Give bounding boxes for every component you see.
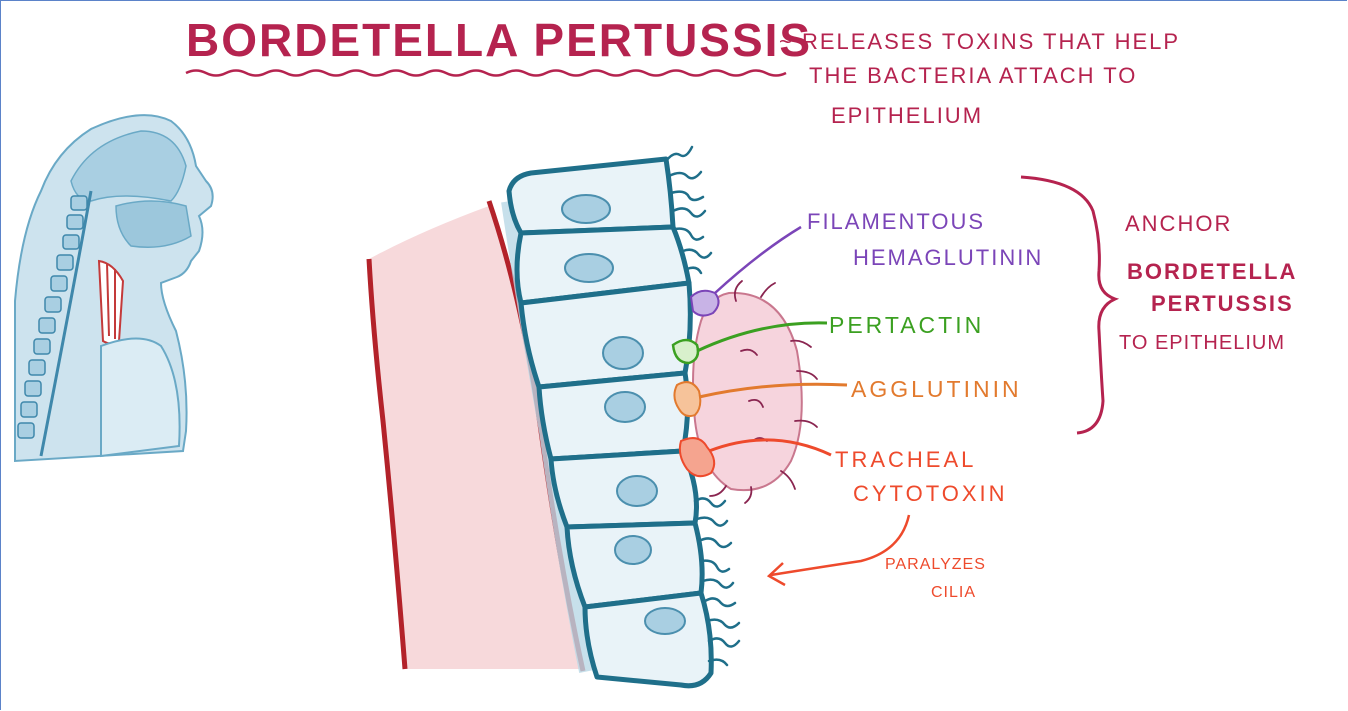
filamentous-hemagglutinin-blob xyxy=(691,291,719,316)
cell-nucleus xyxy=(617,476,657,506)
cell-nucleus xyxy=(615,536,651,564)
label-filamentous: FILAMENTOUS xyxy=(807,209,985,234)
cell-nucleus xyxy=(565,254,613,282)
subtitle-line-2: THE BACTERIA ATTACH TO xyxy=(809,63,1137,88)
anchor-line-2: BORDETELLA xyxy=(1127,259,1297,284)
anchor-line-3: PERTUSSIS xyxy=(1151,291,1294,316)
cell-nucleus xyxy=(645,608,685,634)
epithelial-cell xyxy=(585,593,711,686)
subtitle-line-1: ~ RELEASES TOXINS THAT HELP xyxy=(779,29,1180,54)
cell-nucleus xyxy=(605,392,645,422)
cell-nucleus xyxy=(562,195,610,223)
head-neck-illustration xyxy=(15,115,213,461)
label-paralyzes: PARALYZES xyxy=(885,556,986,573)
label-pertactin: PERTACTIN xyxy=(829,312,984,338)
anchor-line-1: ANCHOR xyxy=(1125,211,1232,236)
label-hemaglutinin: HEMAGLUTININ xyxy=(853,245,1043,270)
epithelial-cell xyxy=(521,283,690,387)
anchor-line-4: TO EPITHELIUM xyxy=(1119,332,1285,354)
label-cilia: CILIA xyxy=(931,584,976,601)
filamentous-pointer xyxy=(715,227,801,293)
subtitle-line-3: EPITHELIUM xyxy=(831,103,983,128)
label-agglutinin: AGGLUTININ xyxy=(851,376,1022,402)
title-underline xyxy=(186,71,786,76)
nasal-cavity xyxy=(116,201,191,247)
label-cytotoxin: CYTOTOXIN xyxy=(853,481,1008,506)
cell-nucleus xyxy=(603,337,643,369)
anchor-brace xyxy=(1021,177,1115,433)
diagram-title: BORDETELLA PERTUSSIS xyxy=(186,14,812,66)
label-tracheal: TRACHEAL xyxy=(835,447,976,472)
